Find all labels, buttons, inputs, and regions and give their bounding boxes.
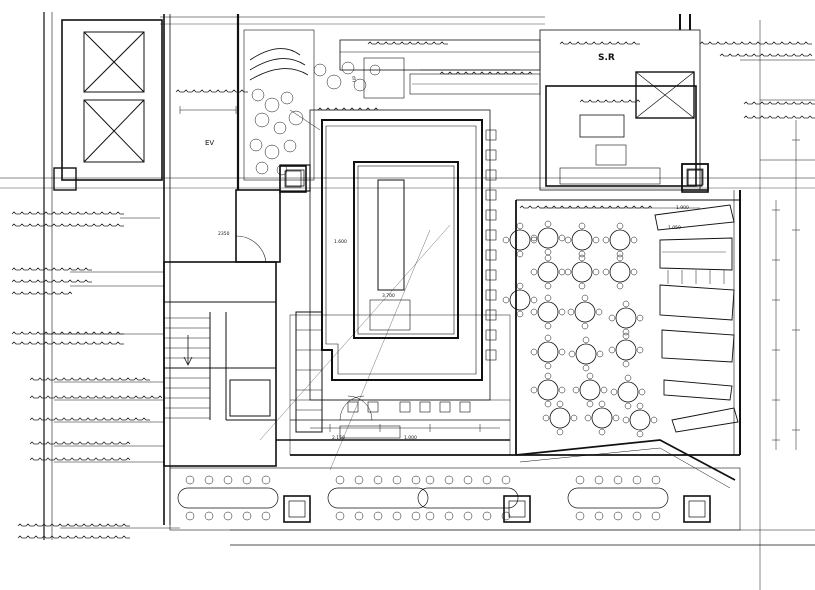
dimension-bottom: 1.000 <box>404 436 417 441</box>
elevator-shafts <box>53 19 163 191</box>
note-stroke <box>29 457 131 461</box>
round-table <box>608 332 644 368</box>
note-stroke <box>29 395 163 399</box>
note-stroke <box>29 377 150 381</box>
note-stroke <box>29 417 150 421</box>
round-table <box>602 254 638 290</box>
note-stroke <box>175 89 248 93</box>
entrance-area <box>276 314 740 456</box>
note-stroke <box>17 523 130 527</box>
column <box>683 495 711 523</box>
note-stroke <box>439 71 533 75</box>
note-stroke <box>367 41 448 45</box>
round-table <box>567 294 603 330</box>
column <box>503 495 531 523</box>
column <box>279 165 307 193</box>
round-table <box>530 334 566 370</box>
note-stroke <box>29 441 131 445</box>
note-stroke <box>11 331 124 335</box>
dining-hall <box>502 190 741 455</box>
terrace-long-table <box>417 475 519 521</box>
round-table <box>584 400 620 436</box>
round-table <box>572 372 608 408</box>
round-table <box>610 374 646 410</box>
dimension-counter: 1.600 <box>334 240 347 245</box>
note-stroke <box>719 53 813 57</box>
note-stroke <box>11 291 73 295</box>
round-table <box>568 336 604 372</box>
dimension-lines <box>179 106 800 450</box>
garden-area <box>243 29 381 192</box>
note-stroke <box>519 205 653 209</box>
round-table <box>564 222 600 258</box>
round-table <box>542 400 578 436</box>
note-stroke <box>743 115 815 119</box>
round-table <box>602 222 638 258</box>
note-stroke <box>743 101 815 105</box>
round-table <box>502 282 538 318</box>
shaft-label: EV <box>205 139 215 147</box>
note-stroke <box>559 41 640 45</box>
note-stroke <box>11 341 124 345</box>
bar-counter <box>290 109 510 433</box>
round-table <box>530 372 566 408</box>
round-table <box>608 300 644 336</box>
annotation-leaders <box>40 59 815 529</box>
terrace-long-table <box>177 475 279 521</box>
terrace-long-table <box>327 475 429 521</box>
booths <box>654 204 739 433</box>
note-stroke <box>11 279 92 283</box>
terrace-long-table <box>567 475 669 521</box>
outer-walls <box>0 12 815 590</box>
dimension-tables: 1.050 <box>668 226 681 231</box>
column <box>681 163 709 191</box>
note-stroke <box>699 41 812 45</box>
dimension-terrace: 2.150 <box>332 436 345 441</box>
storage-room <box>539 14 709 193</box>
column <box>283 495 311 523</box>
columns <box>279 163 711 523</box>
stairwell <box>163 189 281 467</box>
note-stroke <box>11 267 92 271</box>
up-label: UP <box>353 75 358 82</box>
round-table <box>530 294 566 330</box>
round-table <box>622 402 658 438</box>
handwritten-notes <box>11 41 815 539</box>
round-table <box>502 222 538 258</box>
note-stroke <box>11 211 124 215</box>
terrace <box>169 439 741 531</box>
dimension-center: 3.700 <box>382 294 395 299</box>
round-table <box>564 254 600 290</box>
note-stroke <box>11 223 124 227</box>
dimension-right: 1.900 <box>676 206 689 211</box>
note-stroke <box>17 535 130 539</box>
note-stroke <box>317 107 379 111</box>
room-code-label: S.R <box>598 53 615 63</box>
dimension-left: 2350 <box>218 232 230 237</box>
note-stroke <box>579 99 641 103</box>
